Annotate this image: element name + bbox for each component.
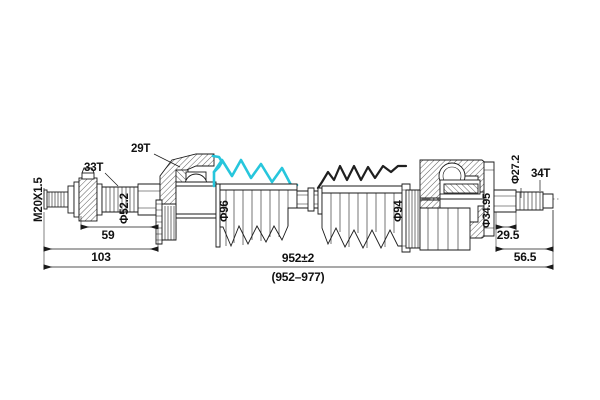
dimension-56-5-text: 56.5 [514, 250, 537, 264]
dimension-59-text: 59 [102, 228, 115, 242]
label-33t: 33T [84, 162, 119, 187]
dimension-103: 103 [43, 212, 159, 264]
label-dia-96: Φ96 [219, 200, 231, 222]
dimension-56-5: 56.5 [495, 210, 554, 264]
right-cv-joint-housing [405, 159, 495, 251]
label-34t-text: 34T [531, 168, 550, 180]
label-dia-27: Φ27.2 [510, 155, 522, 198]
label-29t-text: 29T [131, 143, 150, 155]
right-boot-dark-spring [316, 164, 408, 190]
label-dia-52: Φ52.2 [119, 193, 131, 224]
label-dia-96-text: Φ96 [219, 200, 231, 222]
label-thread-spec-text: M20X1.5 [33, 177, 45, 222]
dimension-29-5-text: 29.5 [497, 228, 520, 242]
dimension-overall-range-text: (952–977) [272, 270, 325, 284]
left-threaded-stub [43, 189, 69, 210]
dimension-29-5: 29.5 [495, 212, 520, 242]
label-dia-34-text: Φ34.95 [481, 193, 493, 228]
left-cv-joint-housing [155, 153, 217, 245]
left-nut-flange [67, 167, 103, 222]
label-dia-94: Φ94 [393, 200, 405, 222]
dimension-103-text: 103 [91, 250, 111, 264]
label-29t: 29T [131, 143, 181, 168]
dimension-59: 59 [80, 216, 159, 246]
left-boot-cyan-spring [212, 158, 299, 187]
label-dia-94-text: Φ94 [393, 200, 405, 222]
label-34t: 34T [531, 168, 551, 191]
dimension-overall-text: 952±2 [282, 251, 315, 265]
label-dia-27-text: Φ27.2 [510, 155, 522, 184]
dimension-overall: 952±2 (952–977) [43, 210, 554, 284]
right-spline-shaft-34t [493, 189, 554, 213]
left-spline-shaft-33t [101, 183, 161, 216]
label-dia-52-text: Φ52.2 [119, 193, 131, 224]
label-thread-spec: M20X1.5 [33, 177, 45, 222]
label-dia-34: Φ34.95 [481, 193, 493, 228]
label-33t-text: 33T [84, 162, 103, 174]
left-rubber-boot [215, 183, 298, 248]
